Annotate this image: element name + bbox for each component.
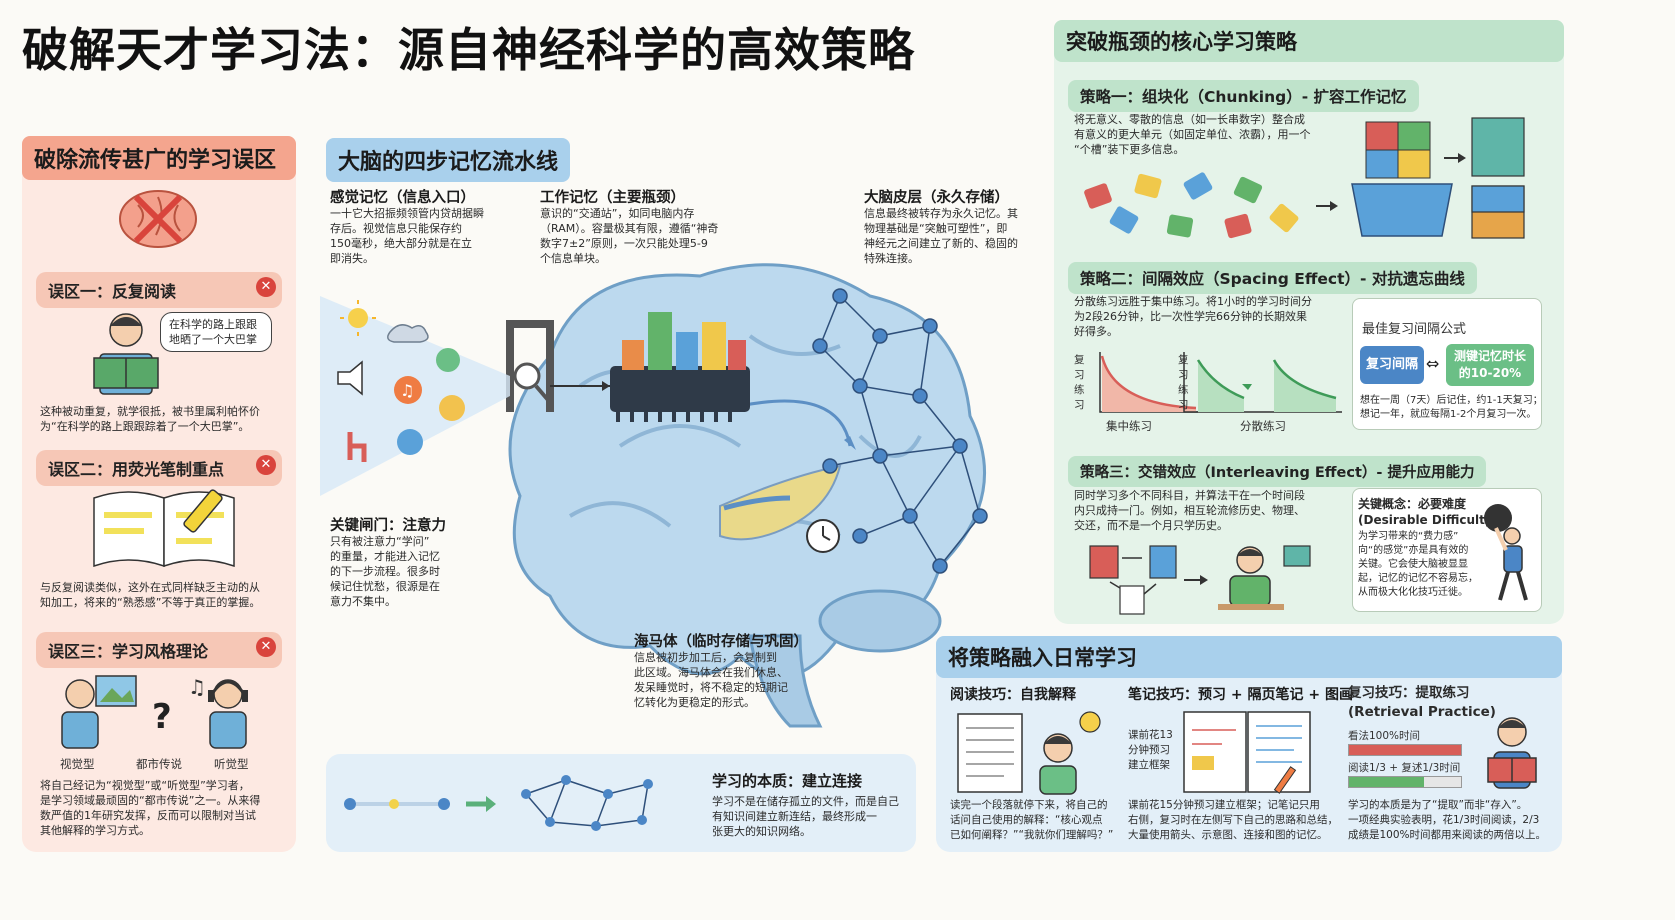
recall-bar-2-track [1348, 776, 1462, 788]
myth-1-text: 这种被动重复，就学很抵，被书里属利帕怀价 为“在科学的路上跟跟踪着了一个大巴掌”… [40, 405, 260, 433]
highlighted-book-icon [93, 489, 235, 568]
strategy-1-text: 将无意义、零散的信息（如一长串数字）整合成 有意义的更大单元（如固定单位、浓霸）… [1074, 113, 1311, 156]
svg-text:♫: ♫ [188, 675, 206, 699]
sensory-text: 一十它大招振频领管内贷胡据瞬 存后。视觉信息只能保存约 150毫秒，绝大部分就是… [330, 207, 484, 265]
hippocampus-title: 海马体（临时存储与巩固） [634, 634, 808, 650]
crossed-brain-icon [119, 190, 197, 248]
working-text: 意识的“交通站”，如同电脑内存 （RAM）。容量极其有限，遵循“神奇 数字7±2… [540, 207, 719, 265]
style-label-auditory: 听觉型 [214, 757, 249, 771]
essence-text: 学习不是在储存孤立的文件，而是自己 有知识间建立新连结，最终形成一 张更大的知识… [712, 795, 899, 838]
strategies-header: 突破瓶颈的核心学习策略 [1054, 20, 1564, 62]
cortex-title: 大脑皮层（永久存储） [864, 190, 1009, 206]
formula-equiv-icon: ⇔ [1426, 354, 1440, 373]
recall-text: 学习的本质是为了“提取”而非“存入”。 一项经典实验表明，花1/3时间阅读，2/… [1348, 799, 1547, 841]
myth-1-speech-bubble: 在科学的路上跟跟 地晒了一个大巴掌 [160, 312, 272, 352]
recall-bar-1-label: 看法100%时间 [1348, 730, 1421, 742]
self-explanation-icon [957, 711, 1101, 795]
myth-2-title: 误区二：用荧光笔制重点 [36, 450, 282, 486]
recall-bar-2-label: 阅读1/3 + 复述1/3时间 [1348, 762, 1461, 774]
svg-text:♫: ♫ [400, 381, 414, 400]
connection-network-icon [344, 775, 653, 831]
myth-3-text: 将自己经记为“视觉型”或“听觉型”学习者， 是学习领域最顽固的“都市传说”之一。… [40, 779, 261, 837]
notes-side-text: 课前花13 分钟预习 建立框架 [1128, 729, 1173, 771]
split-notebook-icon [1183, 711, 1311, 794]
brain-illustration: ♫ [320, 263, 988, 728]
hippocampus-text: 信息被初步加工后，会复制到 此区域。海马体会在我们休息、 发呆睡觉时，将不稳定的… [634, 651, 788, 709]
formula-note: 想在一周（7天）后记住，约1-1天复习； 想记一年，就应每隔1-2个月复习一次。 [1360, 395, 1543, 420]
myth-1-x-icon: ✕ [256, 277, 276, 297]
reading-title: 阅读技巧：自我解释 [950, 687, 1076, 703]
reading-text: 读完一个段落就停下来，将自己的 话问自己使用的解释：“核心观点 已如何阐释？”“… [950, 799, 1114, 841]
notes-title: 笔记技巧：预习 + 隔页笔记 + 图画 [1128, 687, 1353, 703]
myths-header: 破除流传甚广的学习误区 [22, 136, 296, 180]
essence-title: 学习的本质：建立连接 [712, 772, 863, 790]
graph-xlabel-1: 集中练习 [1106, 419, 1152, 433]
recall-title: 复习技巧：提取练习 (Retrieval Practice) [1348, 685, 1496, 720]
interleaving-icon [1089, 545, 1311, 615]
gate-text: 只有被注意力“学问” 的重量，才能进入记忆 的下一步流程。很多时 候记住忧愁，很… [330, 535, 440, 608]
reading-student-icon [1487, 717, 1537, 789]
chunking-puzzle-icon [1084, 117, 1525, 239]
myth-3-title: 误区三：学习风格理论 [36, 632, 282, 668]
learning-styles-icon: ? ♫ [61, 675, 248, 749]
style-label-urban-legend: 都市传说 [136, 757, 182, 771]
myth-1-bubble-text: 在科学的路上跟跟 地晒了一个大巴掌 [169, 318, 257, 346]
reading-person-icon [93, 313, 159, 395]
pipeline-header: 大脑的四步记忆流水线 [326, 138, 571, 182]
strategy-1-title: 策略一：组块化（Chunking）- 扩容工作记忆 [1068, 80, 1419, 112]
style-label-visual: 视觉型 [60, 757, 95, 771]
myth-3-x-icon: ✕ [256, 637, 276, 657]
formula-right: 测键记忆时长 的10-20% [1446, 344, 1534, 386]
gate-title: 关键闸门：注意力 [330, 518, 446, 534]
graph-ylabel-1: 复习练习 [1074, 354, 1085, 411]
recall-bar-1-fill [1349, 745, 1461, 755]
strategy-2-text: 分散练习远胜于集中练习。将1小时的学习时间分 为2段26分钟，比一次性学完66分… [1074, 295, 1312, 338]
graph-ylabel-2: 复习练习 [1178, 354, 1189, 411]
recall-bar-2-fill [1349, 777, 1425, 787]
cortex-text: 信息最终被转存为永久记忆。其 物理基础是“突触可塑性”，即 神经元之间建立了新的… [864, 207, 1018, 265]
myth-1-title: 误区一：反复阅读 [36, 272, 282, 308]
weight-lifter-icon [1484, 504, 1528, 601]
strategy-3-text: 同时学习多个不同科目，并算法干在一个时间段 内只成持一门。例如，相互轮流修历史、… [1074, 489, 1305, 532]
working-title: 工作记忆（主要瓶颈） [540, 190, 685, 206]
strategy-3-title: 策略三：交错效应（Interleaving Effect）- 提升应用能力 [1068, 456, 1487, 487]
myth-2-text: 与反复阅读类似，这外在式同样缺乏主动的从 知加工，将来的“熟悉感”不等于真正的掌… [40, 581, 261, 609]
formula-left: 复习间隔 [1360, 346, 1424, 384]
strategy-2-title: 策略二：间隔效应（Spacing Effect）- 对抗遗忘曲线 [1068, 262, 1477, 294]
graph-xlabel-2: 分散练习 [1240, 419, 1286, 433]
desirable-difficulty-title: 关键概念：必要难度 (Desirable Difficulty) [1358, 497, 1499, 527]
spacing-graphs-icon [1099, 352, 1342, 413]
myth-2-x-icon: ✕ [256, 455, 276, 475]
formula-title: 最佳复习间隔公式 [1362, 322, 1467, 337]
sensory-title: 感觉记忆（信息入口） [330, 190, 475, 206]
page-title: 破解天才学习法：源自神经科学的高效策略 [22, 23, 915, 77]
recall-bar-1-track [1348, 744, 1462, 756]
notes-text: 课前花15分钟预习建立框架；记笔记只用 右侧，复习时在左侧写下自己的思路和总结，… [1128, 799, 1338, 841]
desirable-difficulty-text: 为学习带来的“费力感” 向“的感觉”亦是具有效的 关键。它会使大脑被显显 起，记… [1358, 531, 1478, 598]
svg-text:?: ? [152, 697, 172, 737]
daily-header: 将策略融入日常学习 [936, 636, 1562, 678]
